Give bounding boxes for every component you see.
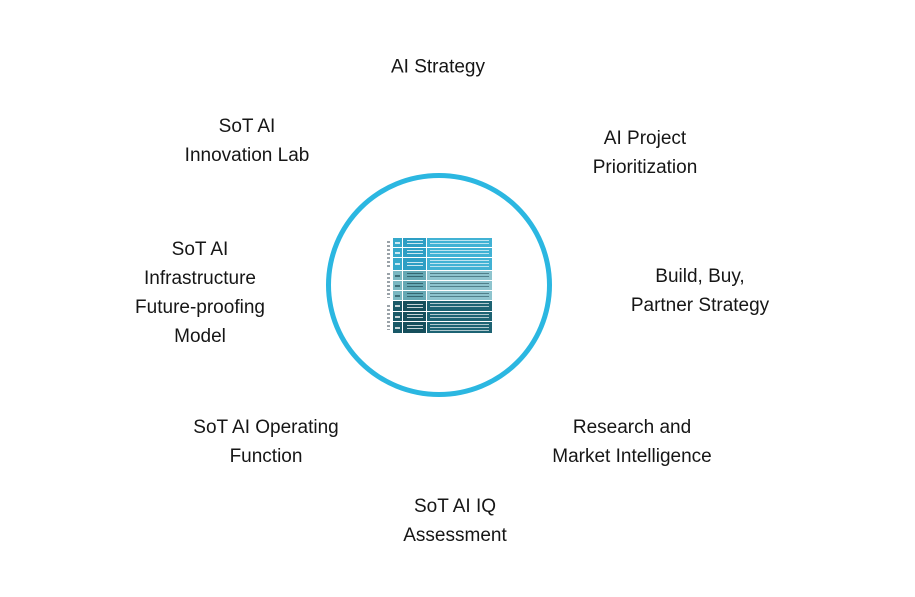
table-cell-label [403, 291, 427, 300]
table-cell-number [393, 322, 403, 333]
table-row [393, 281, 492, 291]
table-cell-description [427, 281, 492, 290]
table-cell-number [393, 312, 403, 321]
table-row-group-labels [384, 238, 393, 333]
table-cell-label [403, 281, 427, 290]
node-label-sot-ai-innovation-lab: SoT AI Innovation Lab [184, 116, 310, 166]
table-row [393, 291, 492, 301]
table-cell-description [427, 291, 492, 300]
table-row [393, 322, 492, 333]
row-group-label [384, 270, 393, 302]
node-label-research-market-intelligence: Research and Market Intelligence [552, 417, 712, 467]
table-row [393, 248, 492, 258]
table-cell-label [403, 238, 427, 247]
table-cell-label [403, 322, 427, 333]
table-cell-number [393, 248, 403, 257]
table-cell-label [403, 258, 427, 270]
table-row [393, 258, 492, 271]
table-cell-number [393, 238, 403, 247]
node-label-ai-strategy: AI Strategy [391, 56, 485, 78]
table-cell-description [427, 248, 492, 257]
table-cell-number [393, 258, 403, 270]
table-row [393, 301, 492, 312]
framework-table-thumbnail [384, 238, 492, 333]
center-circle [326, 173, 552, 397]
table-cell-number [393, 291, 403, 300]
node-label-ai-project-prioritization: AI Project Prioritization [592, 128, 698, 178]
table-cell-label [403, 301, 427, 311]
table-cell-description [427, 271, 492, 280]
table-rows [393, 238, 492, 333]
table-cell-description [427, 312, 492, 321]
node-label-sot-ai-operating-function: SoT AI Operating Function [193, 417, 339, 467]
table-row [393, 271, 492, 281]
table-cell-description [427, 258, 492, 270]
node-label-build-buy-partner-strategy: Build, Buy, Partner Strategy [630, 266, 770, 316]
table-cell-number [393, 281, 403, 290]
table-cell-number [393, 301, 403, 311]
row-group-label [384, 301, 393, 333]
table-cell-label [403, 271, 427, 280]
row-group-label [384, 238, 393, 270]
table-row [393, 238, 492, 248]
table-row [393, 312, 492, 322]
table-cell-description [427, 322, 492, 333]
table-cell-number [393, 271, 403, 280]
table-cell-label [403, 312, 427, 321]
node-label-sot-ai-iq-assessment: SoT AI IQ Assessment [403, 496, 507, 546]
table-cell-label [403, 248, 427, 257]
table-cell-description [427, 238, 492, 247]
table-cell-description [427, 301, 492, 311]
node-label-sot-ai-infrastructure-model: SoT AI Infrastructure Future-proofing Mo… [135, 239, 265, 347]
